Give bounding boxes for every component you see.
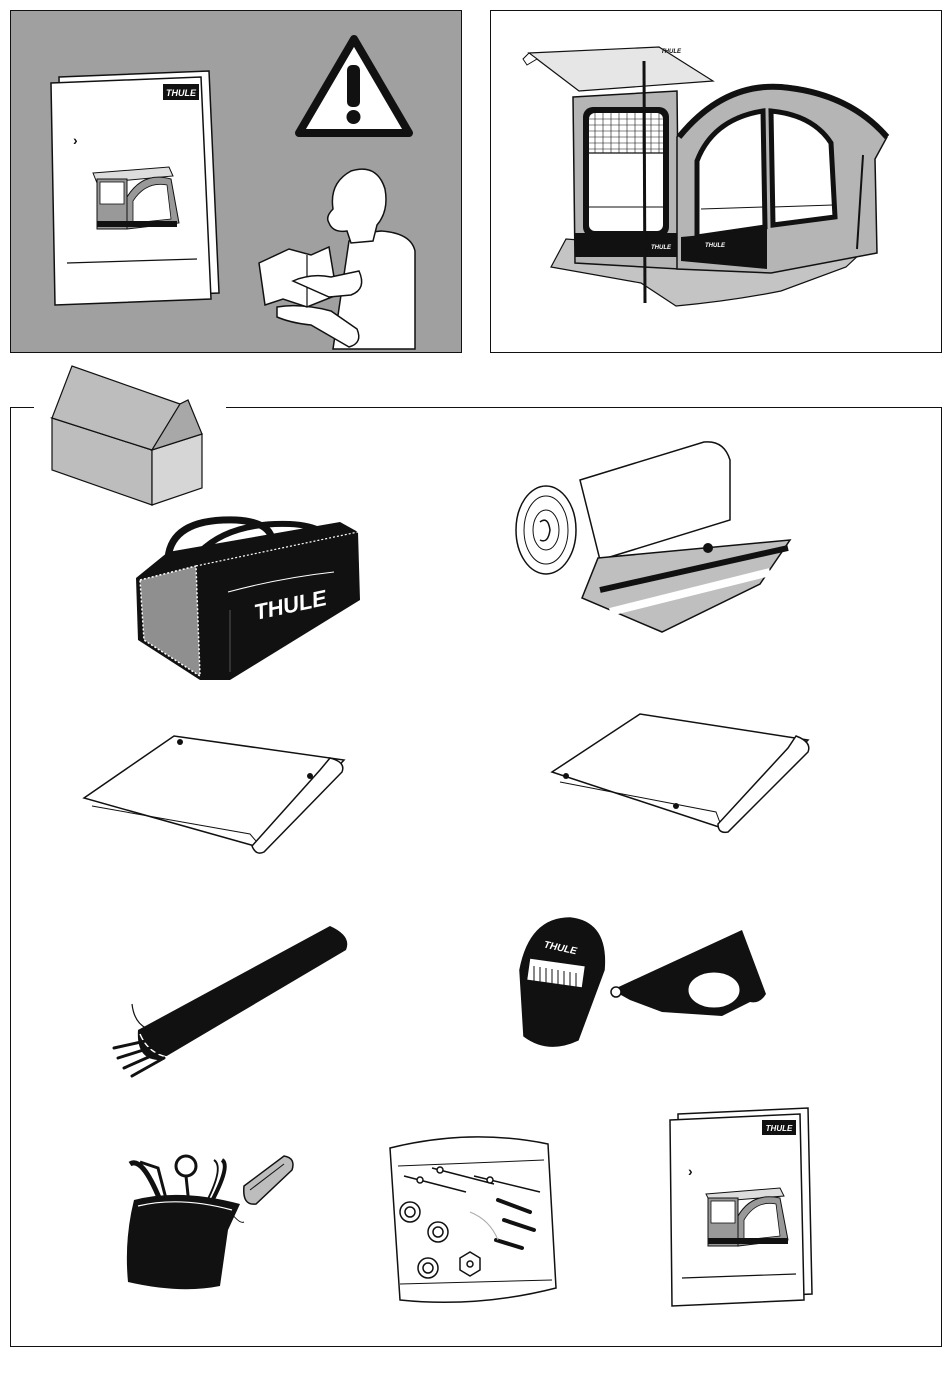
- top-right-panel: THULE THULE: [490, 10, 942, 353]
- manual-icon: THULE ›: [51, 71, 219, 305]
- warning-icon: [299, 39, 409, 133]
- contents-panel-top-border-left: [10, 407, 34, 408]
- person-reading-icon: [259, 169, 415, 349]
- tent-front-label: THULE: [651, 245, 672, 251]
- manual-logo: THULE: [166, 88, 197, 98]
- manual-tent-thumbnail: [93, 167, 179, 229]
- tent-side-label: THULE: [705, 243, 726, 249]
- manual-arrow: ›: [73, 132, 78, 148]
- awning-logo: THULE: [661, 49, 682, 55]
- contents-panel-top-border-right: [226, 407, 942, 408]
- top-left-panel: THULE ›: [10, 10, 462, 353]
- contents-panel: [10, 407, 942, 1347]
- awning-tent-icon: THULE THULE: [523, 47, 887, 306]
